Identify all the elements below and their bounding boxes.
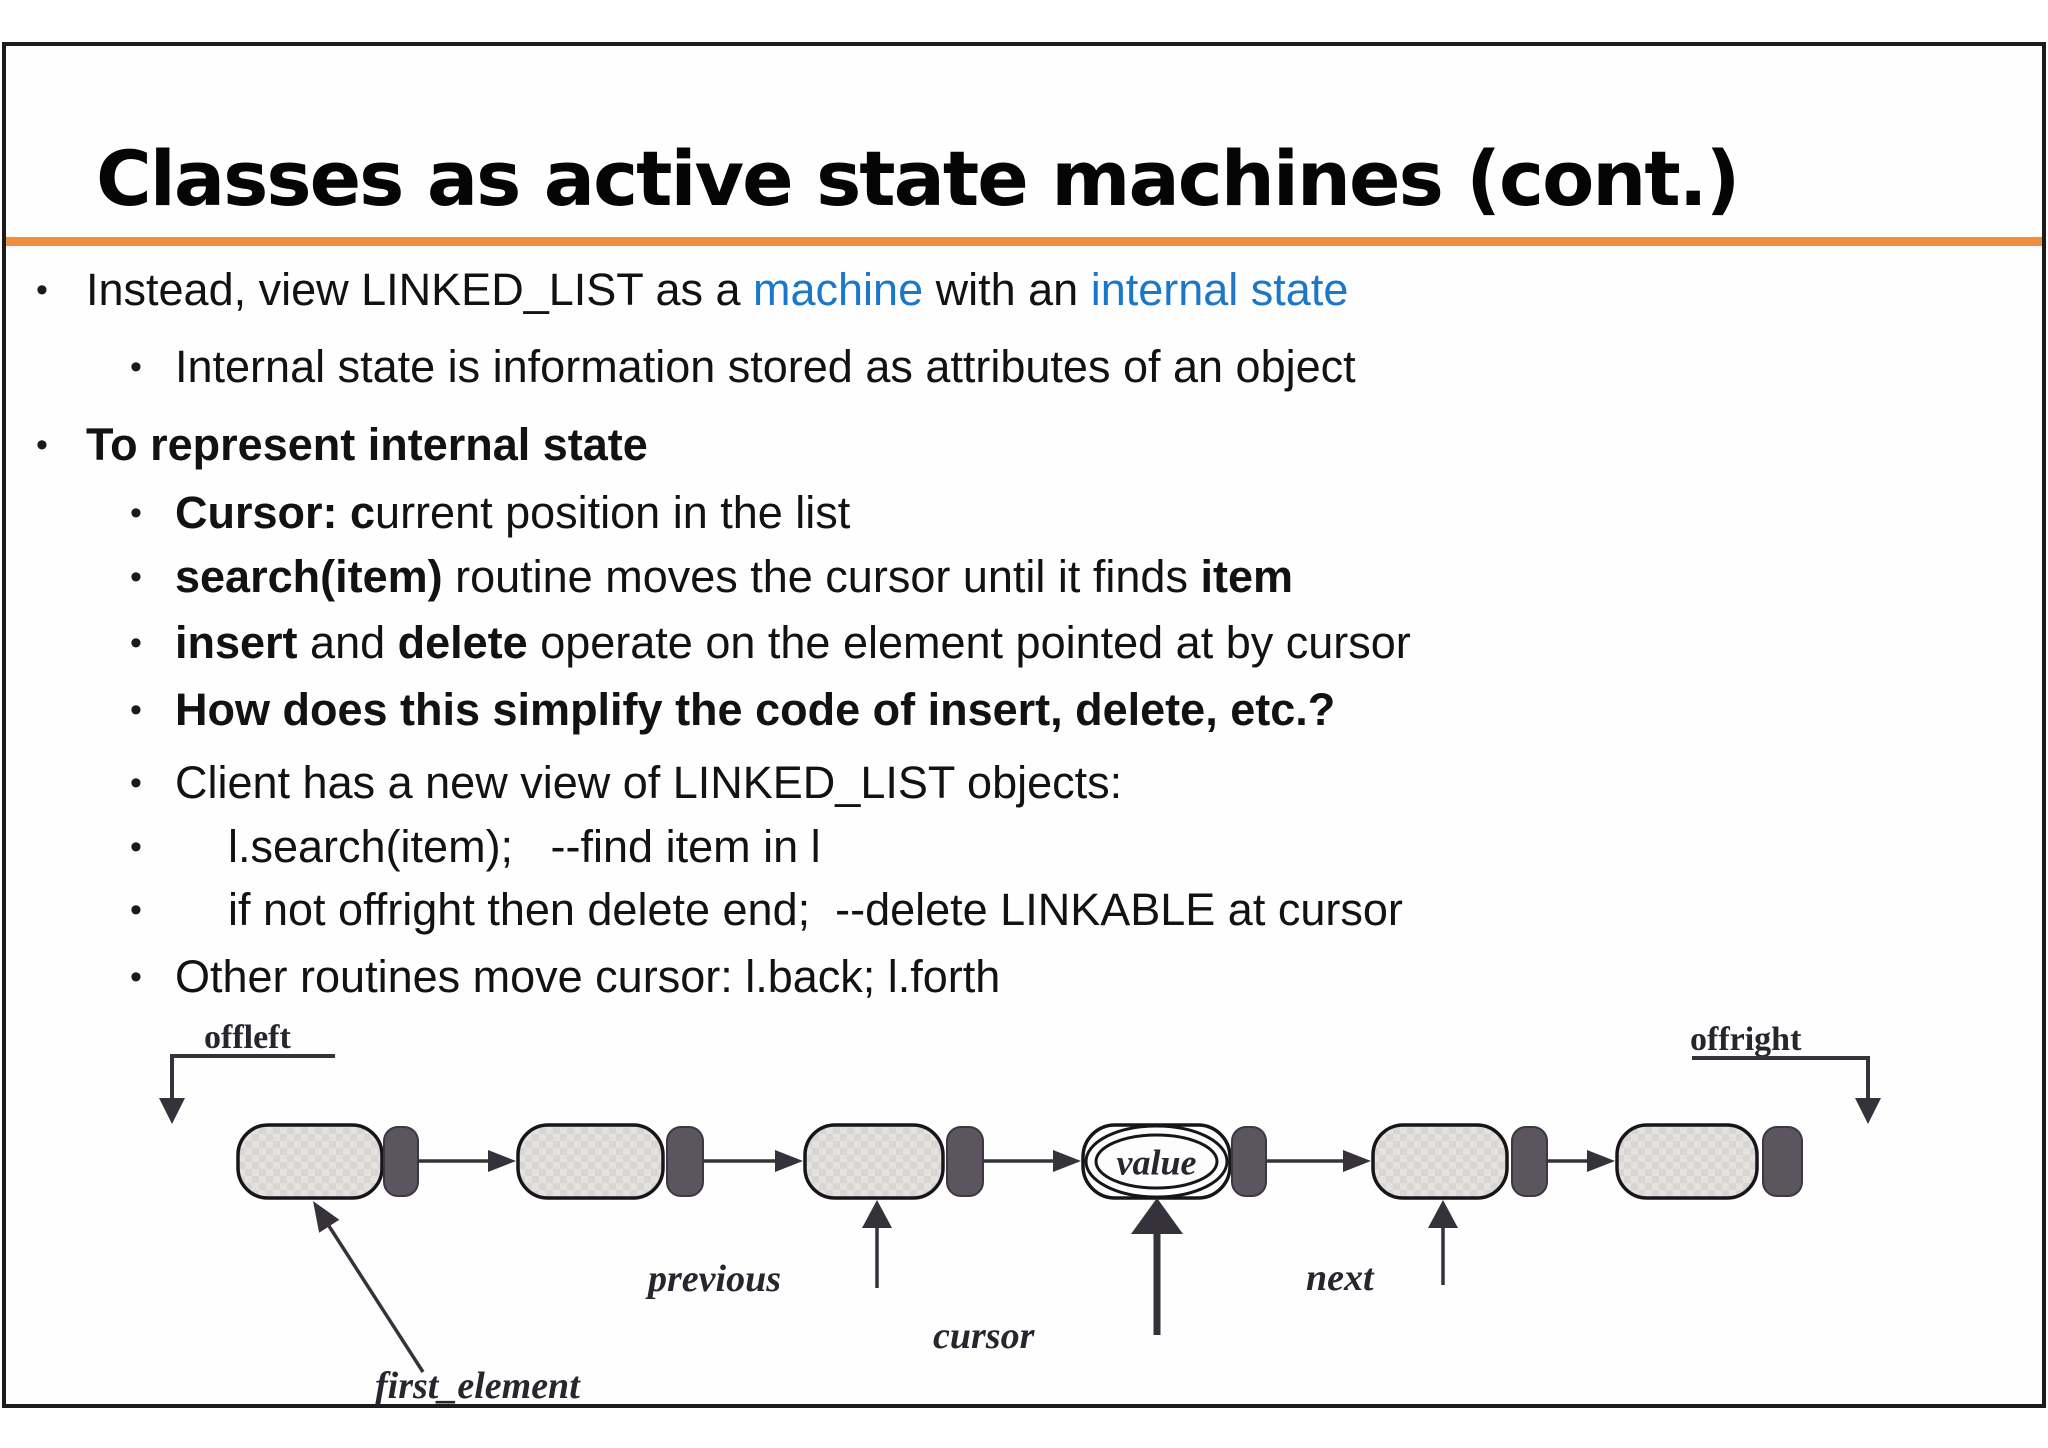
value-oval-inner bbox=[1094, 1133, 1219, 1190]
offright-arrow-head bbox=[1855, 1098, 1881, 1124]
link-arrow-head bbox=[775, 1150, 803, 1172]
linked-list-diagram: value offleft offright first_element previou… bbox=[159, 1019, 1881, 1407]
cell-link-field bbox=[666, 1126, 704, 1197]
offleft-elbow-line bbox=[170, 1054, 335, 1102]
first_element-label: first_element bbox=[375, 1365, 581, 1407]
list-cell bbox=[803, 1123, 945, 1200]
cell-link-field bbox=[383, 1126, 419, 1197]
value-oval-outer bbox=[1084, 1124, 1229, 1199]
cursor-label: cursor bbox=[933, 1315, 1036, 1357]
next-label: next bbox=[1306, 1257, 1375, 1299]
link-arrow-head bbox=[1587, 1150, 1615, 1172]
list-cell bbox=[516, 1123, 665, 1200]
link-arrow-head bbox=[1053, 1150, 1081, 1172]
cell-link-field bbox=[1762, 1126, 1803, 1197]
cell-link-field bbox=[1231, 1126, 1267, 1197]
offright-label: offright bbox=[1690, 1021, 1802, 1058]
previous-label: previous bbox=[645, 1258, 781, 1300]
cursor-arrow-head bbox=[1131, 1198, 1183, 1234]
list-cell bbox=[1371, 1123, 1509, 1200]
list-cell bbox=[1615, 1123, 1759, 1200]
offright-elbow-line bbox=[1692, 1056, 1870, 1102]
first_element-arrow-head bbox=[313, 1201, 340, 1233]
link-arrow-head bbox=[488, 1150, 516, 1172]
title-divider bbox=[6, 237, 2042, 246]
offleft-arrow-head bbox=[159, 1098, 185, 1124]
first_element-arrow-line bbox=[316, 1208, 425, 1373]
cell-link-field bbox=[946, 1126, 984, 1197]
cell-link-field bbox=[1511, 1126, 1548, 1197]
offleft-label: offleft bbox=[204, 1019, 292, 1056]
previous-arrow-head bbox=[862, 1200, 892, 1228]
next-arrow-head bbox=[1428, 1200, 1458, 1228]
list-cell bbox=[236, 1123, 384, 1200]
page-title: Classes as active state machines (cont.) bbox=[96, 134, 1740, 223]
value-label: value bbox=[1117, 1143, 1197, 1183]
link-arrow-head bbox=[1343, 1150, 1371, 1172]
